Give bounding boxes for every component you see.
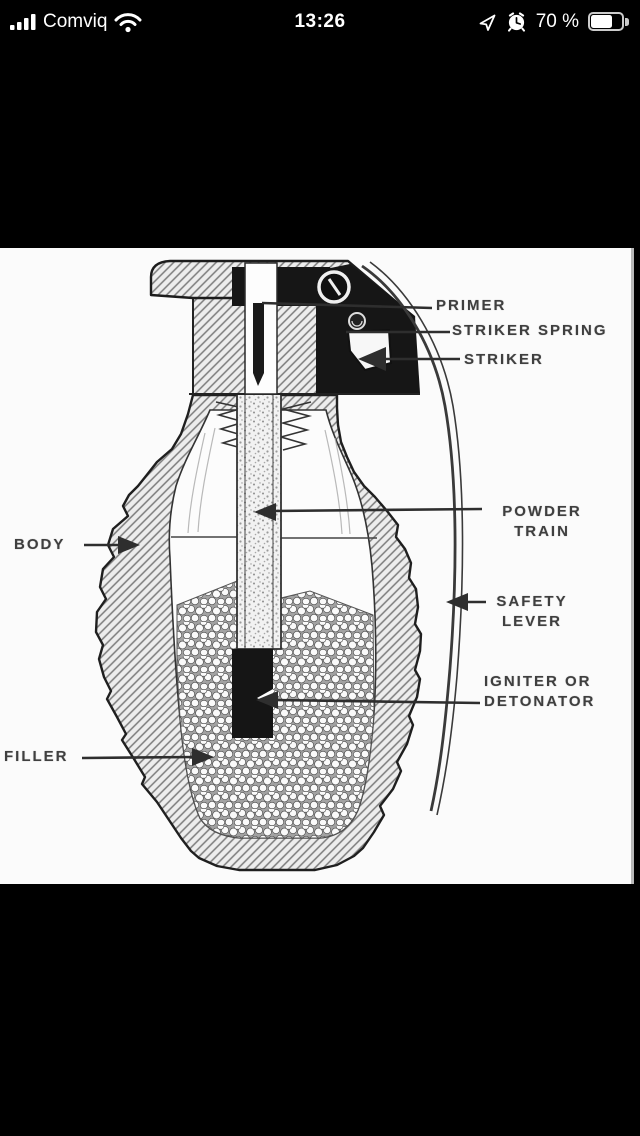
location-arrow-icon [479, 14, 496, 31]
safety-pin-icon [317, 270, 351, 304]
status-bar-left: Comviq [10, 11, 294, 33]
label-igniter: IGNITER OR DETONATOR [484, 673, 596, 710]
status-bar-right: 70 % [346, 11, 630, 33]
battery-fill [591, 15, 613, 28]
powder-train-tube [236, 393, 282, 650]
battery-outline [588, 12, 625, 31]
alarm-clock-icon [507, 11, 525, 32]
label-primer: PRIMER [436, 297, 507, 314]
image-viewer[interactable]: PRIMER STRIKER SPRING STRIKER POWDER TRA… [0, 248, 634, 884]
fuze-assembly [149, 259, 420, 395]
battery-percent-label: 70 % [535, 11, 580, 32]
detonator [232, 649, 273, 738]
label-body: BODY [14, 536, 66, 553]
wifi-icon [114, 12, 142, 32]
battery-icon [588, 12, 630, 32]
label-filler: FILLER [4, 748, 69, 765]
filler-texture [176, 580, 375, 839]
label-powder-train: POWDER TRAIN [502, 503, 582, 540]
leader-lines [81, 301, 486, 766]
striker-spring-part [348, 312, 366, 330]
safety-lever-part [361, 261, 464, 816]
status-bar: Comviq 13:26 70 % [0, 0, 640, 42]
cellular-signal-icon [10, 14, 36, 30]
status-bar-clock: 13:26 [294, 11, 346, 32]
grenade-cutaway-drawing [81, 259, 486, 872]
carrier-label: Comviq [43, 11, 108, 32]
battery-nub [625, 18, 629, 26]
label-striker: STRIKER [464, 351, 544, 368]
label-striker-spring: STRIKER SPRING [452, 322, 608, 339]
label-safety-lever: SAFETY LEVER [496, 593, 568, 630]
firing-pin [253, 303, 264, 386]
